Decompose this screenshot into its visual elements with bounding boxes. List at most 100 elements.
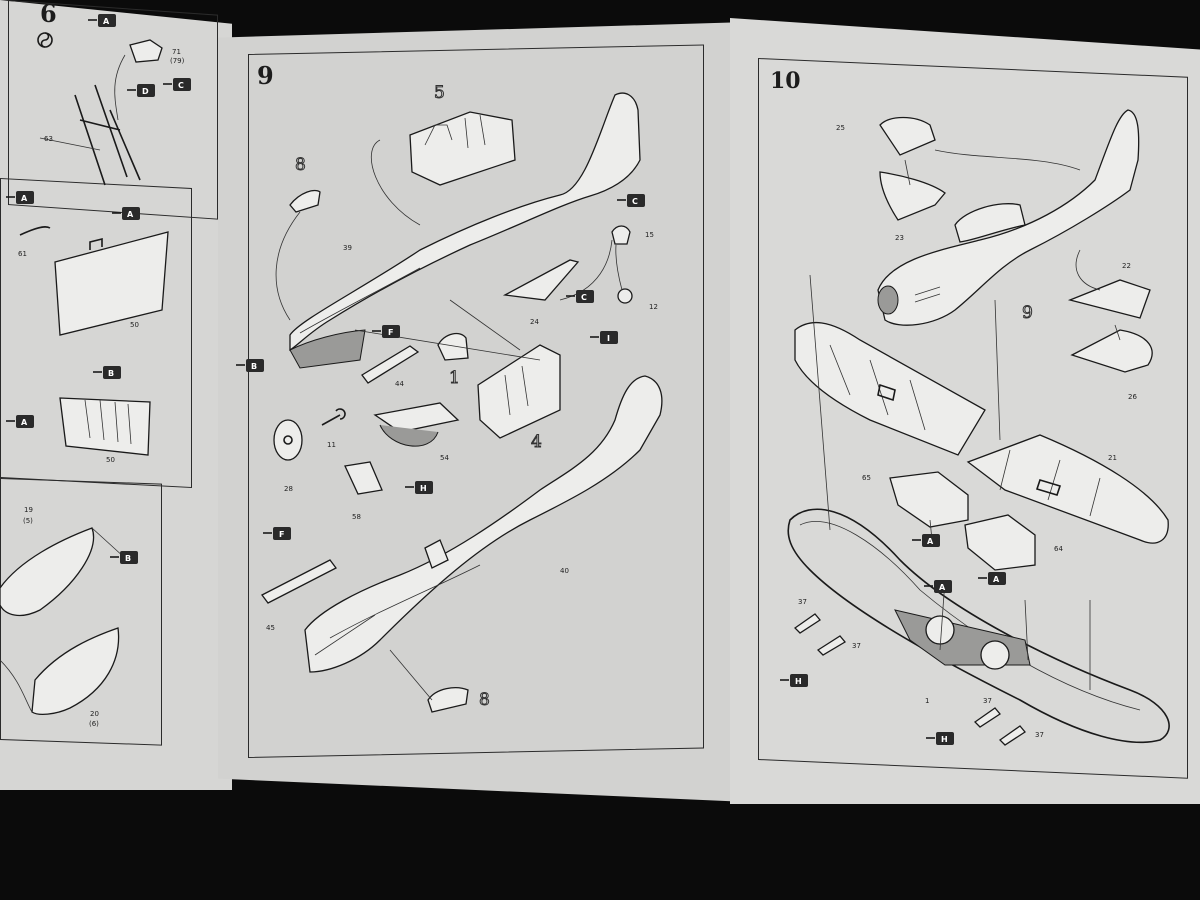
part-44: [361, 345, 420, 384]
callout-a-left-2: A: [6, 191, 34, 204]
part-37-b: [816, 635, 846, 656]
fuselage-seat-window: [424, 539, 449, 569]
part-12: [617, 288, 633, 304]
part-number-65: 65: [862, 474, 871, 482]
seat-part-5: [409, 111, 516, 186]
callout-h-right-1: H: [780, 674, 808, 687]
svg-text:C: C: [178, 81, 184, 90]
left-rod-part: [19, 226, 51, 236]
aircraft-canopy: [954, 203, 1026, 243]
assembled-aircraft-9: [877, 109, 1140, 326]
part-number-1: 1: [925, 697, 929, 705]
left-panel-b-detail: [84, 399, 132, 445]
left-panel-50: [54, 231, 169, 336]
part-number-79: (79): [170, 57, 185, 65]
svg-text:B: B: [108, 369, 114, 378]
part-25: [879, 116, 936, 156]
step-10-artwork: A A A H H 25 23 22 26 21 65 64 37 37 1 3…: [780, 109, 1170, 746]
part-37-c: [973, 707, 1001, 728]
part-number-15: 15: [645, 231, 654, 239]
part-65: [889, 471, 969, 528]
part-37-d: [998, 725, 1026, 746]
part-number-39: 39: [343, 244, 352, 252]
callout-h-right-2: H: [926, 732, 954, 745]
assembled-fuselage-detail: [314, 564, 481, 656]
outline-number-1: 1: [449, 368, 460, 388]
svg-text:C: C: [581, 293, 587, 302]
part-number-45: 45: [266, 624, 275, 632]
wheel-well-right: [980, 640, 1010, 670]
part-number-5: (5): [23, 517, 33, 525]
part-number-23: 23: [895, 234, 904, 242]
part-number-28: 28: [284, 485, 293, 493]
part-number-20: 20: [90, 710, 99, 718]
part-number-24: 24: [530, 318, 539, 326]
callout-b-center: B: [236, 359, 264, 372]
part-45: [261, 559, 337, 604]
left-top-part: [129, 39, 163, 63]
outline-number-5: 5: [434, 83, 445, 103]
part-number-6: (6): [89, 720, 99, 728]
part-number-12: 12: [649, 303, 658, 311]
callout-a-left-4: A: [6, 415, 34, 428]
step-9-artwork: C C I F B H F 39 15 12 24 44 11 28 54 58…: [236, 83, 663, 713]
left-panel-tab: [89, 237, 103, 250]
part-number-21: 21: [1108, 454, 1117, 462]
callout-a-left-1: A: [88, 14, 116, 27]
part-8-bottom: [427, 687, 469, 713]
part-number-19: 19: [24, 506, 33, 514]
callout-c-center-2: C: [566, 290, 594, 303]
part-11: [321, 408, 346, 426]
step-number-6: 6: [40, 0, 57, 28]
part-number-25: 25: [836, 124, 845, 132]
part-number-54: 54: [440, 454, 449, 462]
part-54-underside: [379, 424, 439, 447]
seat-part-5-detail: [424, 114, 486, 149]
fuselage-half-detail: [299, 267, 421, 334]
left-canopy-19: [0, 527, 95, 617]
cockpit-floor: [289, 329, 366, 369]
part-1: [437, 332, 469, 361]
seat-part-4-detail: [504, 365, 529, 416]
svg-text:A: A: [993, 575, 1000, 584]
left-wing-detail: [877, 383, 896, 402]
svg-text:A: A: [927, 537, 934, 546]
right-wing-21: [966, 434, 1169, 544]
yin-yang-curve: [40, 32, 50, 48]
step-number-9: 9: [257, 61, 274, 90]
part-number-11: 11: [327, 441, 336, 449]
lower-wing-outline: [787, 508, 1170, 743]
outline-number-8-top: 8: [295, 155, 306, 175]
svg-text:H: H: [795, 677, 802, 686]
left-canopy-leader: [91, 527, 126, 559]
part-number-58: 58: [352, 513, 361, 521]
right-wing-detail: [1035, 479, 1062, 496]
part-number-40: 40: [560, 567, 569, 575]
left-63-leader: [39, 137, 101, 151]
svg-text:F: F: [388, 328, 393, 337]
callout-a-right-1: A: [912, 534, 940, 547]
step-number-10: 10: [770, 68, 801, 94]
callout-a-left-3: A: [112, 207, 140, 220]
svg-text:F: F: [279, 530, 284, 539]
svg-text:A: A: [21, 418, 28, 427]
part-number-22: 22: [1122, 262, 1131, 270]
part-number-61: 61: [18, 250, 27, 258]
part-number-63: 63: [44, 135, 53, 143]
left-canopy-20-leader: [0, 659, 33, 713]
svg-text:B: B: [125, 554, 131, 563]
part-8-top: [289, 189, 321, 213]
svg-text:B: B: [251, 362, 257, 371]
callout-c-left: C: [163, 78, 191, 91]
part-15: [611, 225, 631, 245]
part-number-37-b: 37: [852, 642, 861, 650]
part-number-50-b: 50: [106, 456, 115, 464]
left-top-leader: [114, 54, 126, 121]
seat-part-4: [477, 344, 561, 439]
wheel-well-left: [925, 615, 955, 645]
svg-text:H: H: [941, 735, 948, 744]
fuselage-half-39: [289, 92, 641, 352]
aircraft-engine-cowl: [877, 285, 899, 315]
right-leader-lines: [809, 149, 1121, 690]
